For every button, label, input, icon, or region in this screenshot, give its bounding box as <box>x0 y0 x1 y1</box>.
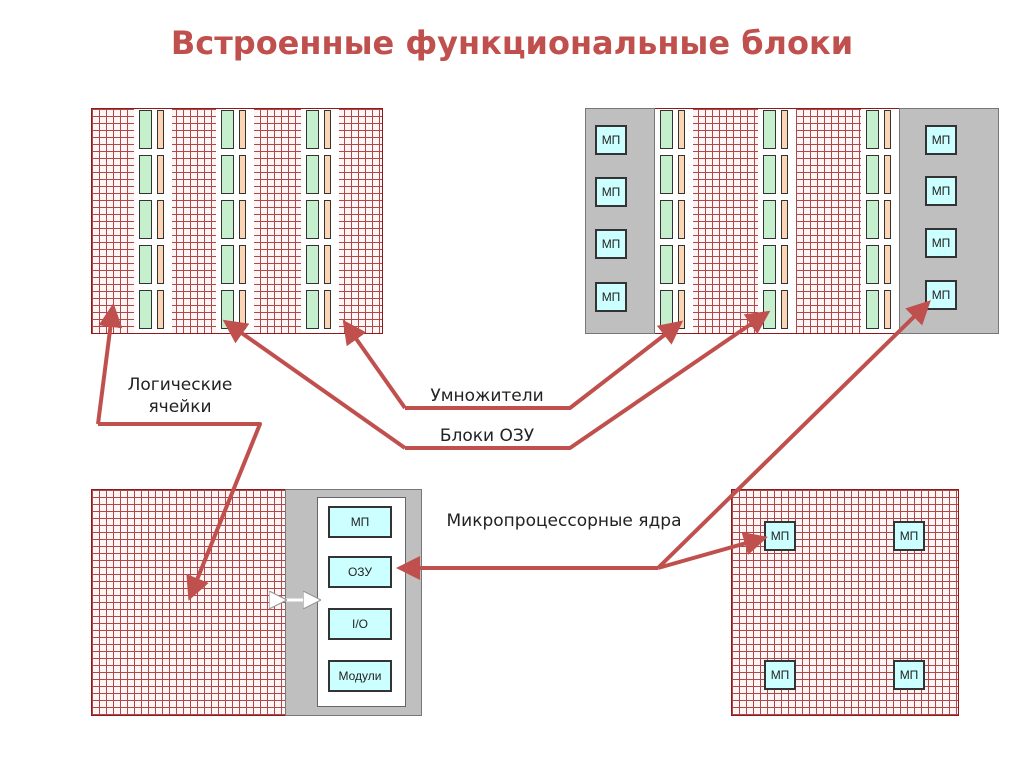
multiplier-block <box>306 200 319 239</box>
multiplier-block <box>763 110 776 149</box>
multipliers-label: Умножители <box>430 386 544 406</box>
cpu-core: МП <box>595 177 627 207</box>
ram-block <box>884 155 891 194</box>
cpu-core: МП <box>595 229 627 259</box>
multiplier-block <box>660 200 673 239</box>
cpu-core: МП <box>764 660 796 690</box>
ram-arrow <box>222 319 407 450</box>
ram-block <box>781 110 788 149</box>
multiplier-arrow <box>342 319 407 410</box>
ram-block <box>239 155 246 194</box>
multiplier-block <box>221 200 234 239</box>
logic-cell-grid <box>91 489 287 716</box>
cpu-core: МП <box>764 521 796 551</box>
ram-block <box>781 200 788 239</box>
ram-block <box>781 245 788 284</box>
system-modules-block: Модули <box>328 660 392 692</box>
cpu-core: МП <box>925 176 957 206</box>
ram-block <box>678 155 685 194</box>
ram-block <box>157 245 164 284</box>
cpu-core-arrow <box>656 300 931 570</box>
page-title: Встроенные функциональные блоки <box>170 24 854 62</box>
ram-block <box>239 200 246 239</box>
multiplier-block <box>139 155 152 194</box>
ram-block <box>239 245 246 284</box>
ram-block <box>157 200 164 239</box>
ram-block <box>324 245 331 284</box>
multiplier-block <box>660 245 673 284</box>
ram-block <box>884 200 891 239</box>
multiplier-block <box>763 245 776 284</box>
logic-cell-arrow <box>98 422 262 601</box>
multiplier-block <box>221 155 234 194</box>
logic-cells-label: Логические ячейки <box>127 375 233 417</box>
multiplier-block <box>221 245 234 284</box>
ram-blocks-label: Блоки ОЗУ <box>439 426 535 446</box>
ram-block <box>239 110 246 149</box>
cpu-core: МП <box>893 660 925 690</box>
multiplier-block <box>866 290 879 329</box>
multiplier-block <box>306 155 319 194</box>
ram-block <box>781 155 788 194</box>
multiplier-arrow <box>405 320 684 410</box>
ram-block <box>884 245 891 284</box>
cpu-cores-label: Микропроцессорные ядра <box>446 511 682 531</box>
cpu-core: МП <box>595 125 627 155</box>
multiplier-block <box>763 155 776 194</box>
cpu-core-arrow <box>657 531 768 570</box>
ram-block <box>781 290 788 329</box>
multiplier-block <box>660 155 673 194</box>
ram-block <box>324 155 331 194</box>
ram-block <box>157 155 164 194</box>
ram-block <box>678 200 685 239</box>
multiplier-block <box>139 110 152 149</box>
system-cpu-block: МП <box>328 506 392 538</box>
cpu-core: МП <box>893 521 925 551</box>
multiplier-block <box>866 155 879 194</box>
ram-block <box>324 110 331 149</box>
cpu-core: МП <box>595 282 627 312</box>
ram-block <box>324 290 331 329</box>
logic-cell-arrow <box>96 303 123 425</box>
multiplier-block <box>763 200 776 239</box>
multiplier-block <box>139 200 152 239</box>
multiplier-block <box>866 200 879 239</box>
ram-arrow <box>405 310 771 450</box>
ram-block <box>884 110 891 149</box>
multiplier-block <box>866 245 879 284</box>
ram-block <box>884 290 891 329</box>
multiplier-block <box>221 110 234 149</box>
ram-block <box>157 290 164 329</box>
ram-block <box>678 110 685 149</box>
ram-block <box>324 200 331 239</box>
multiplier-block <box>306 110 319 149</box>
ram-block <box>678 245 685 284</box>
cpu-core: МП <box>925 125 957 155</box>
multiplier-block <box>306 245 319 284</box>
multiplier-block <box>139 245 152 284</box>
system-io-block: I/O <box>328 608 392 640</box>
multiplier-block <box>139 290 152 329</box>
cpu-core: МП <box>925 228 957 258</box>
multiplier-block <box>660 110 673 149</box>
multiplier-block <box>306 290 319 329</box>
multiplier-block <box>866 110 879 149</box>
ram-block <box>157 110 164 149</box>
system-ram-block: ОЗУ <box>328 556 392 588</box>
